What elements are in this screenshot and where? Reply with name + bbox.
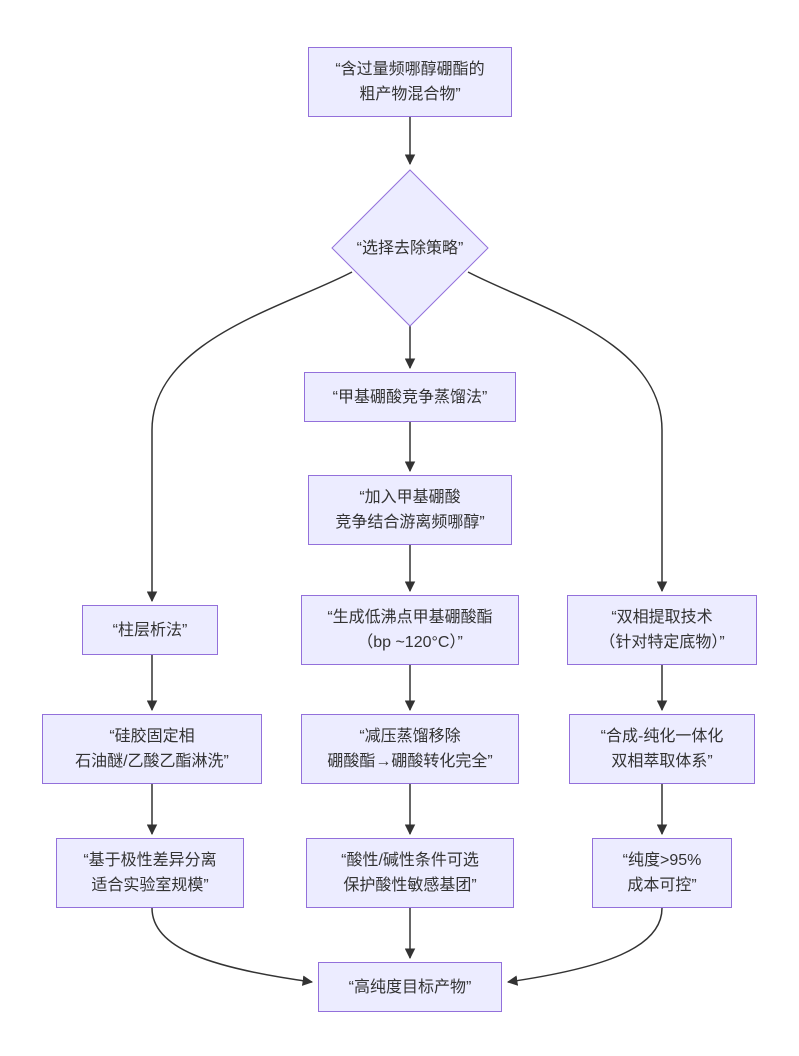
node-methyl-distillation-method-line1: “甲基硼酸竞争蒸馏法” (332, 388, 488, 406)
decision-diamond-shape (331, 169, 489, 327)
node-biphasic-extraction: “双相提取技术 （针对特定底物）” (567, 595, 757, 665)
node-add-methylboronic-acid-line1: “加入甲基硼酸 (359, 489, 461, 506)
node-add-methylboronic-acid: “加入甲基硼酸 竞争结合游离频哪醇” (308, 475, 512, 545)
node-silica-stationary-phase-line2: 石油醚/乙酸乙酯淋洗” (75, 753, 229, 770)
edge-decision-right (467, 271, 668, 593)
node-low-bp-ester-line2: （bp ~120°C）” (357, 634, 463, 651)
node-polarity-separation-line1: “基于极性差异分离 (83, 852, 217, 869)
node-vacuum-distillation-line2: 硼酸酯→硼酸转化完全” (327, 753, 493, 770)
node-methyl-distillation-method: “甲基硼酸竞争蒸馏法” (304, 372, 516, 422)
node-purity-cost-line1: “纯度>95% (622, 852, 702, 869)
node-crude-mixture: “含过量频哪醇硼酯的 粗产物混合物” (308, 47, 512, 117)
node-purity-cost-line2: 成本可控” (627, 877, 697, 894)
node-crude-mixture-line2: 粗产物混合物” (359, 86, 461, 103)
node-silica-stationary-phase: “硅胶固定相 石油醚/乙酸乙酯淋洗” (42, 714, 262, 784)
node-biphasic-extraction-line2: （针对特定底物）” (599, 634, 725, 651)
node-biphasic-extraction-line1: “双相提取技术 (611, 609, 713, 626)
node-low-bp-ester-line1: “生成低沸点甲基硼酸酯 (327, 609, 493, 626)
node-silica-stationary-phase-line1: “硅胶固定相 (109, 728, 195, 745)
node-integrated-biphasic-system-line2: 双相萃取体系” (611, 753, 713, 770)
edge-decision-left (146, 271, 353, 603)
edge-l3-end (151, 907, 314, 986)
node-low-bp-ester: “生成低沸点甲基硼酸酯 （bp ~120°C）” (301, 595, 519, 665)
node-high-purity-product-line1: “高纯度目标产物” (348, 978, 472, 996)
node-polarity-separation: “基于极性差异分离 适合实验室规模” (56, 838, 244, 908)
node-high-purity-product: “高纯度目标产物” (318, 962, 502, 1012)
node-polarity-separation-line2: 适合实验室规模” (91, 877, 209, 894)
node-acid-base-conditions-line1: “酸性/碱性条件可选 (341, 852, 479, 869)
edge-r3-end (506, 907, 663, 986)
node-column-chromatography-line1: “柱层析法” (112, 621, 188, 639)
node-integrated-biphasic-system-line1: “合成-纯化一体化 (600, 728, 724, 745)
node-vacuum-distillation: “减压蒸馏移除 硼酸酯→硼酸转化完全” (301, 714, 519, 784)
node-crude-mixture-line1: “含过量频哪醇硼酯的 (335, 61, 485, 78)
node-acid-base-conditions: “酸性/碱性条件可选 保护酸性敏感基团” (306, 838, 514, 908)
node-vacuum-distillation-line1: “减压蒸馏移除 (359, 728, 461, 745)
node-add-methylboronic-acid-line2: 竞争结合游离频哪醇” (335, 514, 485, 531)
node-acid-base-conditions-line2: 保护酸性敏感基团” (343, 877, 477, 894)
node-purity-cost: “纯度>95% 成本可控” (592, 838, 732, 908)
node-integrated-biphasic-system: “合成-纯化一体化 双相萃取体系” (569, 714, 755, 784)
node-decision-label: “选择去除策略” (356, 239, 464, 257)
node-column-chromatography: “柱层析法” (82, 605, 218, 655)
